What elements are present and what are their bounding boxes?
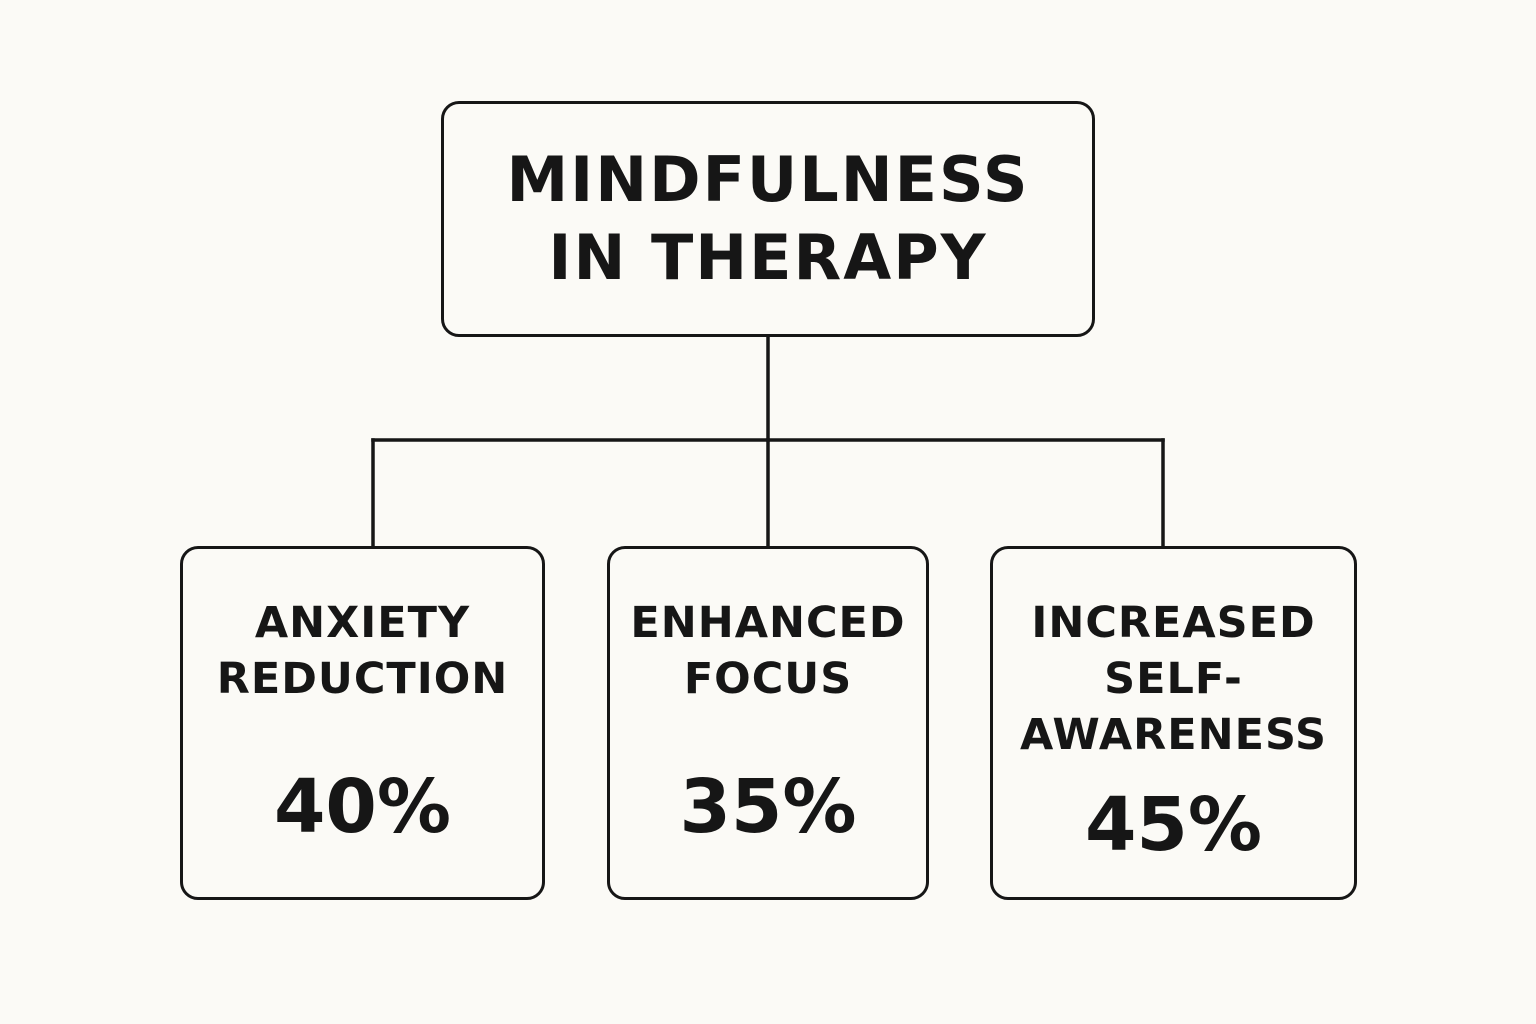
root-title-line: IN THERAPY xyxy=(548,221,988,294)
node-label: ANXIETY REDUCTION xyxy=(183,595,542,707)
root-title-line: MINDFULNESS xyxy=(506,143,1030,216)
node-label: INCREASED SELF- AWARENESS xyxy=(993,595,1354,763)
node-label-line: FOCUS xyxy=(683,654,853,704)
node-label-line: AWARENESS xyxy=(1020,710,1327,760)
node-percentage: 35% xyxy=(679,764,857,850)
node-percentage: 45% xyxy=(1084,782,1263,868)
child-node-increased-self-awareness: INCREASED SELF- AWARENESS 45% xyxy=(990,546,1357,900)
node-label-line: SELF- xyxy=(1104,654,1243,704)
root-node-mindfulness-in-therapy: MINDFULNESS IN THERAPY xyxy=(441,101,1095,337)
node-percentage: 40% xyxy=(273,764,452,850)
node-label-line: ANXIETY xyxy=(254,598,471,648)
child-node-enhanced-focus: ENHANCED FOCUS 35% xyxy=(607,546,929,900)
node-label-line: REDUCTION xyxy=(216,654,509,704)
child-node-anxiety-reduction: ANXIETY REDUCTION 40% xyxy=(180,546,545,900)
node-label: ENHANCED FOCUS xyxy=(610,595,926,707)
node-label-line: ENHANCED xyxy=(630,598,906,648)
node-label-line: INCREASED xyxy=(1031,598,1316,648)
